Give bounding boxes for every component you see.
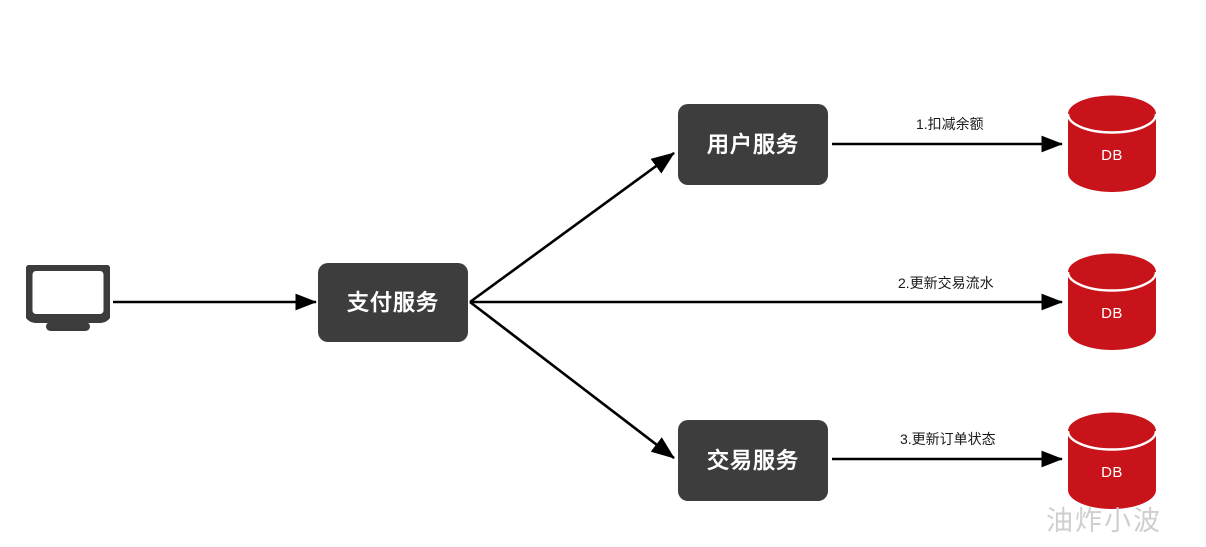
node-payment-service[interactable]: 支付服务 <box>318 263 468 342</box>
edge-label-update-transaction-flow: 2.更新交易流水 <box>898 275 994 291</box>
edge-payment-to-trade-service <box>469 300 675 460</box>
database-cylinder-icon <box>1066 95 1158 192</box>
database-cylinder-icon <box>1066 412 1158 509</box>
node-database-transaction[interactable]: DB <box>1066 253 1158 350</box>
watermark: 油炸小波 <box>1046 506 1162 537</box>
node-database-user[interactable]: DB <box>1066 95 1158 192</box>
edge-payment-to-user-service <box>469 151 675 304</box>
edge-label-update-order-status: 3.更新订单状态 <box>900 431 996 447</box>
monitor-icon <box>26 265 110 331</box>
node-database-order[interactable]: DB <box>1066 412 1158 509</box>
node-payment-service-label: 支付服务 <box>346 289 439 315</box>
database-cylinder-icon <box>1066 253 1158 350</box>
edge-label-deduct-balance: 1.扣减余额 <box>916 116 984 132</box>
node-trade-service[interactable]: 交易服务 <box>678 420 828 501</box>
node-user-service[interactable]: 用户服务 <box>678 104 828 185</box>
node-user-service-label: 用户服务 <box>706 131 799 157</box>
node-trade-service-label: 交易服务 <box>706 447 799 473</box>
